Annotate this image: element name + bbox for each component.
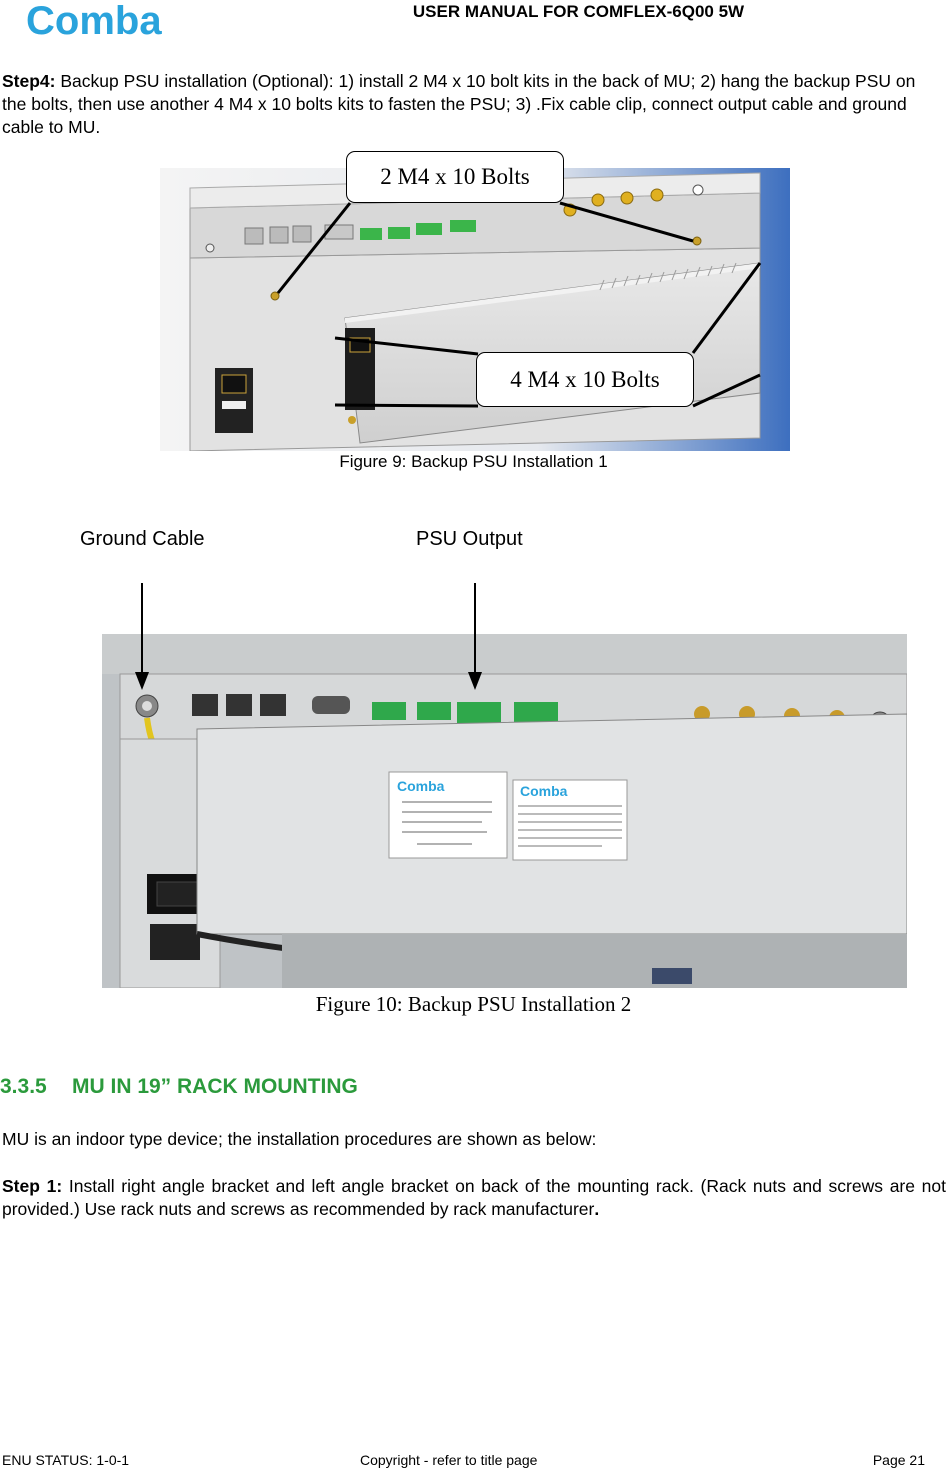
step4-text: Backup PSU installation (Optional): 1) i… [2, 71, 916, 137]
psu-output-arrowhead [468, 672, 482, 690]
figure10-arrows [135, 583, 482, 690]
comba-logo: Comba [26, 2, 162, 40]
footer-copyright: Copyright - refer to title page [360, 1452, 538, 1468]
step1-label: Step 1: [2, 1176, 63, 1196]
step1-text: Install right angle bracket and left ang… [2, 1176, 946, 1219]
figure10-drawing: Comba Comba [102, 634, 907, 988]
step4-paragraph: Step4: Backup PSU installation (Optional… [2, 70, 937, 139]
ground-cable-label: Ground Cable [80, 528, 205, 550]
ground-cable-arrowhead [135, 672, 149, 690]
callout-2-bolts: 2 M4 x 10 Bolts [346, 151, 564, 203]
footer-page: Page 21 [872, 1452, 925, 1468]
intro-paragraph: MU is an indoor type device; the install… [2, 1129, 597, 1149]
label-brand-left: Comba [397, 778, 445, 794]
figure9-caption: Figure 9: Backup PSU Installation 1 [339, 452, 608, 471]
section-title: MU IN 19” RACK MOUNTING [72, 1075, 358, 1098]
section-number: 3.3.5 [0, 1075, 47, 1098]
logo-text: Comba [26, 2, 162, 40]
header-title: USER MANUAL FOR COMFLEX-6Q00 5W [412, 2, 745, 21]
step1-paragraph: Step 1: Install right angle bracket and … [2, 1175, 946, 1221]
label-brand-right: Comba [520, 783, 568, 799]
section-heading: 3.3.5 MU IN 19” RACK MOUNTING [0, 1075, 358, 1099]
footer-status: ENU STATUS: 1-0-1 [2, 1452, 130, 1468]
step1-end: . [594, 1199, 600, 1219]
callout-4-bolts: 4 M4 x 10 Bolts [476, 352, 694, 407]
figure10-caption: Figure 10: Backup PSU Installation 2 [315, 992, 632, 1016]
figure10-image: Comba Comba [102, 634, 907, 988]
step4-label: Step4: [2, 71, 56, 91]
psu-output-label: PSU Output [416, 528, 523, 550]
